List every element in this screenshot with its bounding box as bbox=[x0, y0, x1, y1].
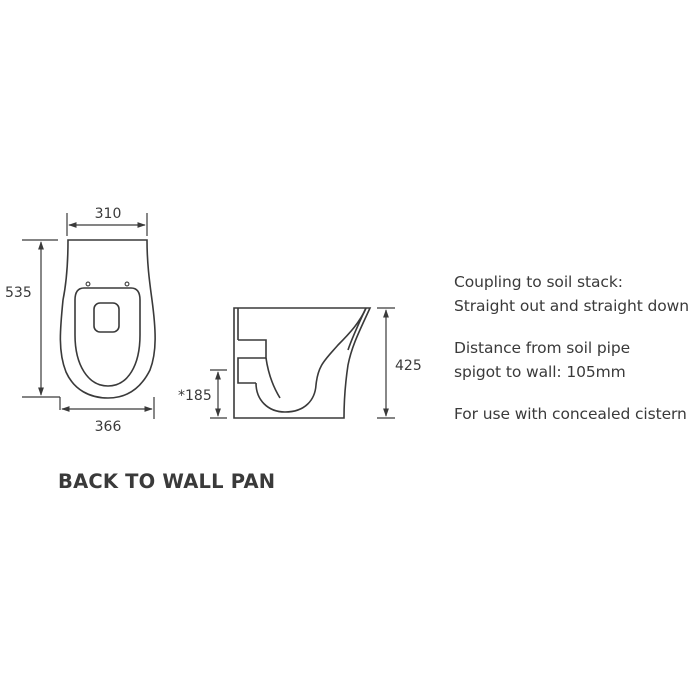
hinge-hole-left bbox=[85, 281, 91, 287]
spec-line: Distance from soil pipe bbox=[454, 339, 631, 357]
dim-label-height: 425 bbox=[395, 358, 422, 374]
dim-label-bottom-width: 366 bbox=[95, 419, 122, 435]
spec-line: For use with concealed cistern bbox=[454, 405, 687, 423]
spec-line: Coupling to soil stack: bbox=[454, 273, 623, 291]
dimension-425 bbox=[377, 307, 395, 419]
spec-line: Straight out and straight down bbox=[454, 297, 689, 315]
bowl-opening bbox=[93, 302, 120, 333]
hinge-hole-right bbox=[124, 281, 130, 287]
spec-distance: Distance from soil pipe spigot to wall: … bbox=[454, 336, 630, 384]
dimension-185 bbox=[210, 369, 227, 419]
spec-line: spigot to wall: 105mm bbox=[454, 363, 626, 381]
top-view-drawing bbox=[22, 213, 156, 419]
spec-cistern: For use with concealed cistern bbox=[454, 402, 687, 426]
dim-label-outlet-height: *185 bbox=[178, 388, 212, 404]
pan-body-side bbox=[233, 307, 372, 419]
dimension-310 bbox=[66, 213, 148, 236]
dimension-366 bbox=[61, 397, 155, 419]
product-title: BACK TO WALL PAN bbox=[58, 470, 276, 493]
dim-label-top-width: 310 bbox=[95, 206, 122, 222]
seat-outline bbox=[74, 287, 141, 387]
dim-label-length: 535 bbox=[5, 285, 32, 301]
dimension-535 bbox=[22, 239, 61, 410]
side-view-drawing bbox=[210, 307, 395, 419]
pan-outline-top bbox=[59, 239, 156, 399]
spec-coupling: Coupling to soil stack: Straight out and… bbox=[454, 270, 689, 318]
